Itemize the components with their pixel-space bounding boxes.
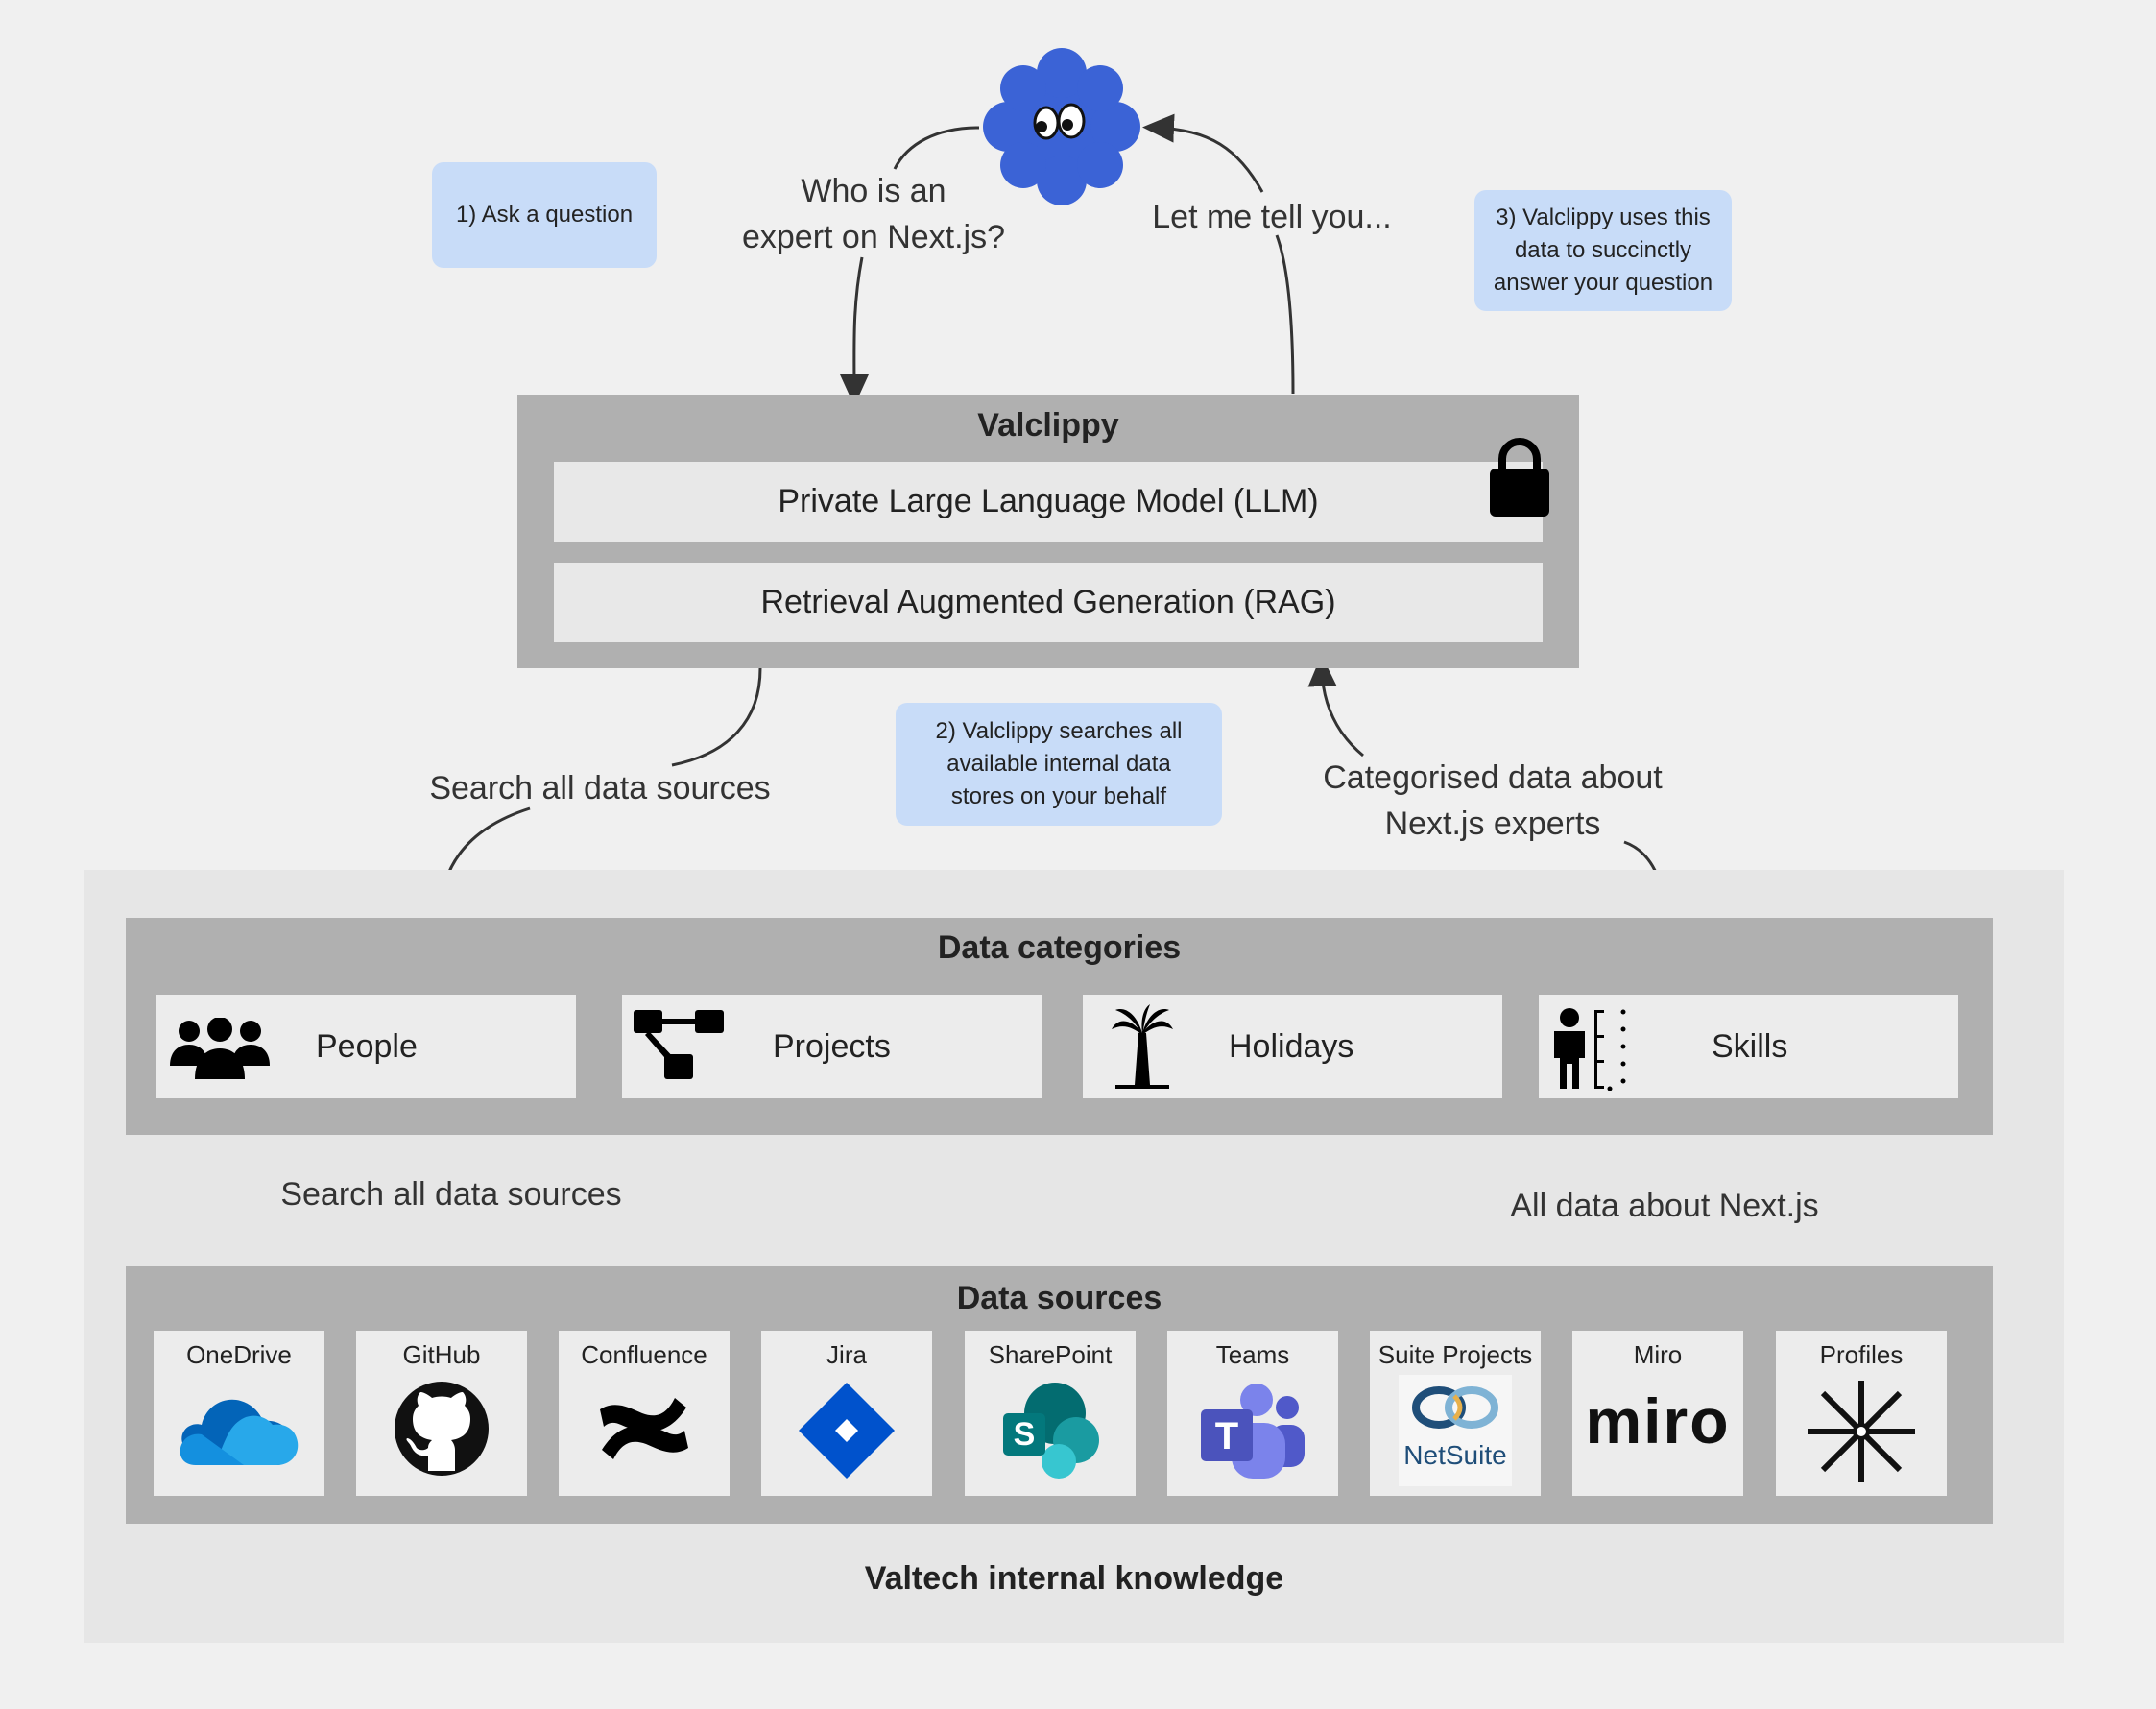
arrow-categorised-b	[1307, 655, 1364, 758]
source-confluence: Confluence	[559, 1331, 730, 1496]
valclippy-box: Valclippy Private Large Language Model (…	[517, 395, 1579, 668]
category-people: People	[156, 995, 576, 1098]
source-profiles: Profiles	[1776, 1331, 1947, 1496]
category-label: Holidays	[1229, 1027, 1354, 1065]
netsuite-icon	[1412, 1386, 1498, 1429]
arrow-search-top-a	[671, 667, 762, 767]
jira-icon	[799, 1383, 895, 1479]
source-miro: Miro miro	[1572, 1331, 1743, 1496]
netsuite-logo-text: NetSuite	[1403, 1440, 1507, 1470]
source-label: Suite Projects	[1377, 1340, 1533, 1369]
lock-icon	[1490, 438, 1549, 517]
source-teams: Teams T	[1167, 1331, 1338, 1496]
confluence-icon	[600, 1398, 688, 1459]
label-search-bottom: Search all data sources	[280, 1176, 622, 1213]
teams-icon: T	[1201, 1384, 1305, 1479]
arrow-answer	[1142, 113, 1264, 193]
onedrive-icon	[180, 1399, 299, 1465]
label-answer: Let me tell you...	[1152, 199, 1392, 235]
source-label: GitHub	[402, 1340, 481, 1369]
category-label: People	[316, 1027, 418, 1065]
category-skills: Skills	[1539, 995, 1958, 1098]
source-label: Profiles	[1819, 1340, 1904, 1369]
label-search-top: Search all data sources	[429, 770, 771, 806]
data-categories-panel: Data categories People Projects	[126, 918, 1993, 1135]
rag-label: Retrieval Augmented Generation (RAG)	[760, 584, 1336, 620]
miro-icon: miro	[1585, 1385, 1731, 1456]
svg-text:T: T	[1215, 1415, 1238, 1457]
source-label: OneDrive	[186, 1340, 292, 1369]
source-sharepoint: SharePoint S	[965, 1331, 1136, 1496]
source-label: Jira	[826, 1340, 867, 1369]
source-suite-projects: Suite Projects NetSuite	[1370, 1331, 1541, 1496]
category-projects: Projects	[622, 995, 1042, 1098]
hierarchy-icon	[634, 1010, 724, 1079]
note-step-2: 2) Valclippy searches all available inte…	[896, 703, 1222, 826]
palm-tree-icon	[1112, 1004, 1173, 1089]
data-sources-panel: Data sources OneDrive GitHub Confluence	[126, 1266, 1993, 1524]
rag-row: Retrieval Augmented Generation (RAG)	[554, 563, 1543, 642]
github-icon	[395, 1382, 489, 1476]
source-label: Teams	[1215, 1340, 1290, 1369]
source-jira: Jira	[761, 1331, 932, 1496]
data-categories-title: Data categories	[937, 929, 1182, 966]
label-question: Who is an expert on Next.js?	[741, 173, 1006, 255]
people-icon	[170, 1018, 270, 1079]
category-label: Projects	[773, 1027, 891, 1065]
knowledge-title: Valtech internal knowledge	[864, 1560, 1284, 1597]
valclippy-title: Valclippy	[977, 407, 1119, 444]
note-step-1: 1) Ask a question	[432, 162, 657, 268]
category-label: Skills	[1712, 1027, 1788, 1065]
asterisk-icon	[1808, 1381, 1915, 1482]
sharepoint-icon: S	[1003, 1383, 1099, 1479]
svg-text:S: S	[1014, 1416, 1036, 1453]
source-label: Miro	[1633, 1340, 1683, 1369]
label-categorised: Categorised data about Next.js experts	[1323, 759, 1663, 842]
source-label: SharePoint	[988, 1340, 1113, 1369]
arrow-question-top	[893, 126, 980, 170]
arrow-question	[839, 256, 869, 406]
person-skills-icon	[1554, 1008, 1626, 1091]
llm-label: Private Large Language Model (LLM)	[778, 483, 1319, 519]
category-holidays: Holidays	[1083, 995, 1502, 1098]
source-github: GitHub	[356, 1331, 527, 1496]
valclippy-mascot-icon	[983, 48, 1140, 205]
data-sources-title: Data sources	[956, 1280, 1162, 1316]
source-label: Confluence	[581, 1340, 707, 1369]
llm-row: Private Large Language Model (LLM)	[554, 462, 1543, 542]
label-all-data: All data about Next.js	[1510, 1188, 1819, 1224]
source-onedrive: OneDrive	[154, 1331, 324, 1496]
note-step-3: 3) Valclippy uses this data to succinctl…	[1474, 190, 1732, 311]
arrow-answer-bottom	[1275, 234, 1295, 395]
netsuite-logo-card: NetSuite	[1399, 1375, 1512, 1486]
